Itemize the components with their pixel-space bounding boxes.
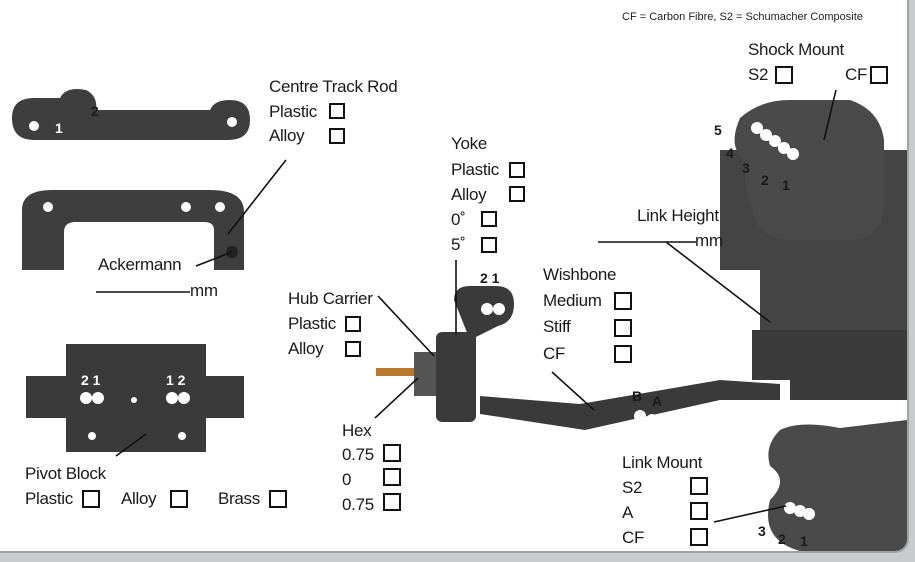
- parts-illustration: [12, 89, 907, 551]
- wishbone-cf-checkbox[interactable]: [614, 345, 632, 363]
- shock-hole-1: 1: [782, 177, 790, 193]
- hub-carrier-alloy-checkbox[interactable]: [345, 341, 361, 357]
- yoke-alloy-checkbox[interactable]: [509, 186, 525, 202]
- pivot-block-brass-checkbox[interactable]: [269, 490, 287, 508]
- link-mount-hole-1: 1: [800, 533, 808, 549]
- wishbone-stiff-checkbox[interactable]: [614, 319, 632, 337]
- pivot-block-right-marks: 1 2: [166, 372, 186, 388]
- pivot-block-part: [26, 344, 244, 452]
- centre-track-rod-title: Centre Track Rod: [269, 77, 398, 96]
- centre-track-rod-alloy-checkbox[interactable]: [329, 128, 345, 144]
- track-rod-hole-1: 1: [55, 120, 63, 136]
- wishbone-mark-a: A: [652, 393, 663, 409]
- wishbone-medium-label: Medium: [543, 291, 602, 310]
- link-mount-cf-label: CF: [622, 528, 645, 547]
- hex-title: Hex: [342, 421, 372, 440]
- hub-carrier-plastic-label: Plastic: [288, 314, 336, 333]
- yoke-alloy-label: Alloy: [451, 185, 487, 204]
- shock-hole-2: 2: [761, 172, 769, 188]
- ackermann-label: Ackermann: [98, 255, 182, 274]
- link-height-unit: mm: [695, 231, 723, 250]
- link-mount-title: Link Mount: [622, 453, 703, 472]
- link-mount-s2-checkbox[interactable]: [690, 477, 708, 495]
- hub-carrier-plastic-checkbox[interactable]: [345, 316, 361, 332]
- centre-track-rod-plastic-label: Plastic: [269, 102, 317, 121]
- link-mount-hole-3: 3: [758, 523, 766, 539]
- hub-carrier-alloy-label: Alloy: [288, 339, 324, 358]
- centre-track-rod-part: [12, 89, 250, 140]
- shock-hole-5: 5: [714, 122, 722, 138]
- yoke-title: Yoke: [451, 134, 487, 153]
- centre-track-rod-plastic-checkbox[interactable]: [329, 103, 345, 119]
- ackermann-part: [22, 190, 244, 270]
- suspension-assembly-part: [376, 100, 907, 551]
- pivot-block-plastic-label: Plastic: [25, 489, 73, 508]
- yoke-5deg-label: 5˚: [451, 235, 466, 254]
- leader-lines: [96, 89, 837, 523]
- pivot-block-alloy-checkbox[interactable]: [170, 490, 188, 508]
- setup-sheet-diagram: CF = Carbon Fibre, S2 = Schumacher Compo…: [0, 0, 909, 553]
- hub-carrier-title: Hub Carrier: [288, 289, 373, 308]
- shock-mount-s2-checkbox[interactable]: [775, 66, 793, 84]
- yoke-0deg-label: 0˚: [451, 210, 466, 229]
- link-mount-a-checkbox[interactable]: [690, 502, 708, 520]
- ackermann-unit: mm: [190, 281, 218, 300]
- link-mount-hole-2: 2: [778, 531, 786, 547]
- yoke-marks: 2 1: [480, 270, 500, 286]
- hex-opt3-label: 0.75: [342, 495, 374, 514]
- shock-mount-cf-checkbox[interactable]: [870, 66, 888, 84]
- hex-opt1-label: 0.75: [342, 445, 374, 464]
- hex-opt1-checkbox[interactable]: [383, 444, 401, 462]
- pivot-block-left-marks: 2 1: [81, 372, 101, 388]
- pivot-block-brass-label: Brass: [218, 489, 260, 508]
- shock-mount-cf-label: CF: [845, 65, 868, 84]
- centre-track-rod-alloy-label: Alloy: [269, 126, 305, 145]
- link-mount-cf-checkbox[interactable]: [690, 528, 708, 546]
- wishbone-title: Wishbone: [543, 265, 617, 284]
- track-rod-hole-2: 2: [91, 103, 99, 119]
- link-mount-s2-label: S2: [622, 478, 643, 497]
- hex-opt2-label: 0: [342, 470, 352, 489]
- link-height-title: Link Height: [637, 206, 719, 225]
- hex-opt2-checkbox[interactable]: [383, 468, 401, 486]
- wishbone-cf-label: CF: [543, 344, 566, 363]
- pivot-block-plastic-checkbox[interactable]: [82, 490, 100, 508]
- shock-hole-4: 4: [726, 145, 734, 161]
- link-mount-a-label: A: [622, 503, 634, 522]
- shock-mount-s2-label: S2: [748, 65, 769, 84]
- wishbone-mark-b: B: [632, 388, 643, 404]
- shock-mount-title: Shock Mount: [748, 40, 844, 59]
- shock-hole-3: 3: [742, 160, 750, 176]
- pivot-block-title: Pivot Block: [25, 464, 106, 483]
- hex-opt3-checkbox[interactable]: [383, 493, 401, 511]
- wishbone-stiff-label: Stiff: [543, 317, 571, 336]
- yoke-0deg-checkbox[interactable]: [481, 211, 497, 227]
- yoke-plastic-label: Plastic: [451, 160, 499, 179]
- legend-note: CF = Carbon Fibre, S2 = Schumacher Compo…: [622, 11, 863, 23]
- yoke-5deg-checkbox[interactable]: [481, 237, 497, 253]
- pivot-block-alloy-label: Alloy: [121, 489, 157, 508]
- yoke-plastic-checkbox[interactable]: [509, 162, 525, 178]
- wishbone-medium-checkbox[interactable]: [614, 292, 632, 310]
